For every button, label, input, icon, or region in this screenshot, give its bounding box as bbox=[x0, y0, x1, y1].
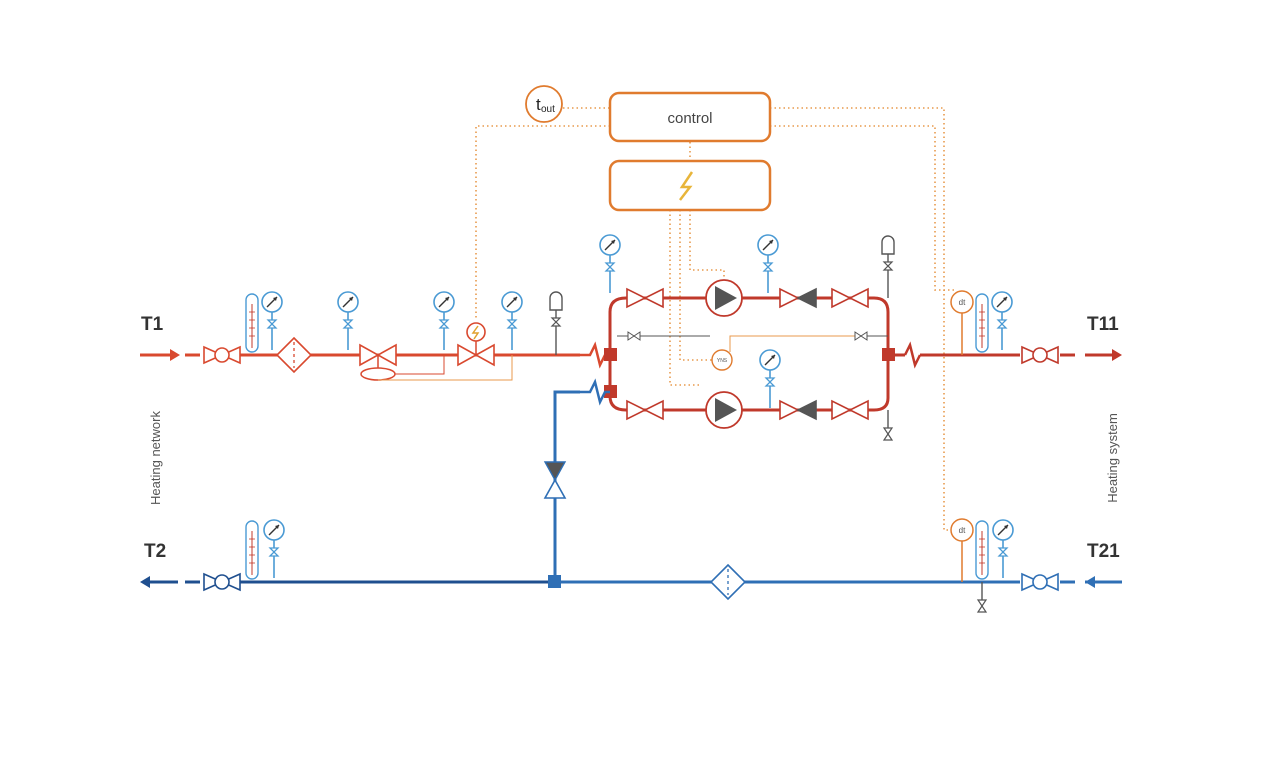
differential-pressure-sensor: YNS bbox=[711, 349, 733, 371]
shutoff-valve-supply-in bbox=[203, 345, 241, 365]
dt-label: dt bbox=[959, 526, 966, 535]
dt-label: dt bbox=[959, 298, 966, 307]
check-valve-icon bbox=[779, 287, 817, 309]
thermometer-icon bbox=[975, 293, 989, 353]
t1-label: T1 bbox=[141, 314, 164, 335]
t2-label: T2 bbox=[144, 541, 166, 562]
t11-label: T11 bbox=[1087, 314, 1119, 335]
bypass-line bbox=[543, 378, 610, 582]
pressure-gauge-icon bbox=[992, 519, 1014, 579]
strainer-filter-icon bbox=[275, 336, 313, 374]
control-signal-lines bbox=[475, 107, 955, 531]
tout-subscript: out bbox=[541, 104, 555, 115]
thermometer-icon bbox=[245, 293, 259, 353]
temperature-sensor-dt: dt bbox=[950, 518, 974, 582]
shutoff-valve-icon bbox=[831, 399, 869, 421]
thermometer-icon bbox=[975, 520, 989, 580]
pressure-gauge-icon bbox=[757, 234, 779, 294]
lightning-icon bbox=[679, 171, 694, 201]
shutoff-valve-return-in bbox=[1021, 572, 1059, 592]
pump-loop bbox=[604, 296, 895, 412]
strainer-filter-icon bbox=[709, 563, 747, 601]
tout-label: t bbox=[536, 95, 541, 114]
shutoff-valve-icon bbox=[626, 287, 664, 309]
pressure-gauge-icon bbox=[991, 291, 1013, 351]
pressure-gauge-icon bbox=[261, 291, 283, 351]
expansion-vessel-icon bbox=[549, 291, 563, 355]
circulation-pump-icon bbox=[705, 391, 743, 429]
expansion-vessel-icon bbox=[881, 235, 895, 298]
pressure-gauge-icon bbox=[337, 291, 359, 351]
heating-network-label: Heating network bbox=[148, 411, 163, 505]
shutoff-valve-return-out bbox=[203, 572, 241, 592]
thermometer-icon bbox=[245, 520, 259, 580]
circulation-pump-icon bbox=[705, 279, 743, 317]
return-line bbox=[140, 575, 1122, 588]
pressure-gauge-icon bbox=[501, 291, 523, 351]
power-supply-box bbox=[608, 159, 772, 212]
heating-system-label: Heating system bbox=[1105, 413, 1120, 503]
controller-box: control bbox=[608, 91, 772, 143]
pressure-gauge-icon bbox=[759, 349, 781, 409]
shutoff-valve-icon bbox=[626, 399, 664, 421]
pressure-gauge-icon bbox=[263, 519, 285, 579]
yns-label: YNS bbox=[717, 358, 728, 364]
outdoor-temperature-sensor: t out bbox=[525, 85, 563, 123]
temperature-sensor-dt: dt bbox=[950, 290, 974, 355]
check-valve-icon bbox=[779, 399, 817, 421]
motorized-control-valve bbox=[457, 322, 495, 367]
supply-line bbox=[140, 341, 1122, 369]
t21-label: T21 bbox=[1087, 541, 1120, 562]
drain-valve-icon bbox=[882, 410, 894, 441]
shutoff-valve-supply-out bbox=[1021, 345, 1059, 365]
pressure-gauge-icon bbox=[433, 291, 455, 351]
pressure-gauge-icon bbox=[599, 234, 621, 294]
drain-valve-icon bbox=[976, 582, 988, 613]
control-label: control bbox=[667, 110, 712, 127]
differential-pressure-regulator bbox=[359, 343, 513, 381]
shutoff-valve-icon bbox=[831, 287, 869, 309]
